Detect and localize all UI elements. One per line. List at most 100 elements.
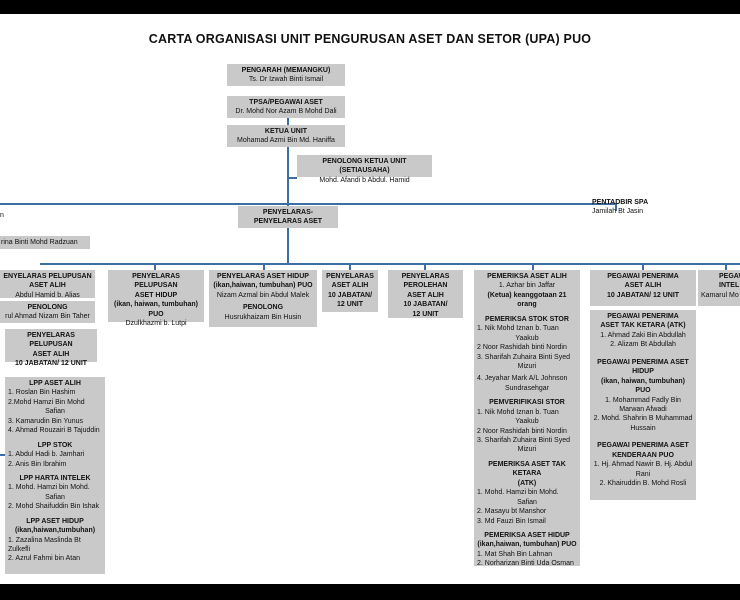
col8-line-2: INTEL: [719, 282, 740, 290]
col7-s3-name-3: 2. Khairuddin B. Mohd Rosli: [599, 480, 687, 487]
lpp-aset-hidup-role: LPP ASET HIDUP: [26, 517, 84, 525]
col7-s1-role: PEGAWAI PENERIMA: [607, 313, 679, 320]
col2-line-4: PUO: [148, 310, 164, 318]
col6-s1-name-1: 1. Azhar bin Jaffar: [498, 282, 556, 290]
col2-name: Dzulkhazmi b. Lutpi: [125, 320, 187, 328]
lpp-aset-hidup-section: LPP ASET HIDUP (ikan,haiwan,tumbuhan) 1.…: [8, 517, 102, 564]
col3-line-2: (ikan,haiwan, tumbuhan) PUO: [213, 282, 313, 290]
col7-s1-name-1: 1. Ahmad Zaki Bin Abdullah: [600, 331, 686, 339]
connector-drop-col4: [349, 263, 351, 270]
col7-penerima-box: PEGAWAI PENERIMA ASET TAK KETARA (ATK) 1…: [590, 310, 696, 500]
col5-line-2: PEROLEHAN: [403, 282, 448, 290]
col6-section-atk: PEMERIKSA ASET TAK KETARA (ATK) 1. Mohd.…: [477, 460, 577, 526]
pengarah-box: PENGARAH (MEMANGKU) Ts. Dr Izwah Binti I…: [227, 64, 345, 86]
col6-s4-role2: (ATK): [517, 479, 537, 487]
connector-upper-right-drop: [615, 203, 617, 211]
col5-line-5: 12 UNIT: [412, 310, 439, 318]
col2-line-3: (ikan, haiwan, tumbuhan): [113, 301, 198, 309]
lpp-aset-alih-name-3: Safian: [45, 408, 65, 416]
col5-line-1: PENYELARAS: [401, 273, 450, 280]
lpp-stok-name-1: 1. Abdul Hadi b. Jamhari: [8, 451, 85, 459]
connector-penolong: [288, 177, 297, 179]
col7-s2-name-3: 2. Mohd. Shahrin B Muhammad: [593, 415, 693, 423]
col6-s4-name-1: 1. Mohd. Hamzi bin Mohd.: [477, 489, 559, 497]
lpp-aset-hidup-name-1: 1. Zazalina Maslinda Bt Zulkefli: [8, 536, 81, 553]
col6-s4-name-3: 2. Masayu bt Manshor: [477, 508, 547, 516]
col1-penolong-name: rul Ahmad Nizam Bin Taher: [5, 313, 90, 321]
left-partial-box: rina Binti Mohd Radzuan: [0, 236, 90, 249]
col6-pemeriksa-box: PEMERIKSA ASET ALIH 1. Azhar bin Jaffar …: [474, 270, 580, 568]
col3-line-1: PENYELARAS ASET HIDUP: [217, 273, 309, 280]
col6-s3-role: PEMVERIFIKASI STOR: [489, 399, 565, 407]
col7-line-2: ASET ALIH: [624, 282, 662, 290]
col6-s2-role: PEMERIKSA STOK STOR: [485, 315, 569, 323]
col2-line-1: PENYELARAS PELUPUSAN: [132, 273, 180, 290]
col1-line-2: ASET ALIH: [29, 282, 66, 290]
lpp-harta-intelek-name-2: Safian: [45, 493, 65, 501]
col6-section-aset-alih: PEMERIKSA ASET ALIH 1. Azhar bin Jaffar …: [477, 272, 577, 310]
tpsa-name: Dr. Mohd Nor Azam B Mohd Dali: [235, 108, 337, 116]
col4-line-3: 10 JABATAN/: [327, 291, 373, 299]
pengarah-name: Ts. Dr Izwah Binti Ismail: [248, 76, 324, 84]
col7-s3-name-2: Rani: [635, 470, 651, 478]
col8-line-3: Kamarul Mo: [701, 291, 739, 299]
col8-line-1: PEGAW: [719, 273, 740, 280]
connector-drop-col7: [642, 263, 644, 270]
col4-aset-alih-box: PENYELARAS ASET ALIH 10 JABATAN/ 12 UNIT: [322, 270, 378, 312]
ketua-unit-box: KETUA UNIT Mohamad Azmi Bin Md. Haniffa: [227, 125, 345, 147]
col6-s2-name-3: 2 Noor Rashidah binti Nordin: [477, 344, 567, 352]
col7-s1-name-2: 2. Alizam Bt Abdullah: [610, 341, 676, 349]
lpp-aset-alih-name-2: 2.Mohd Hamzi Bin Mohd: [8, 398, 85, 406]
org-chart-canvas: CARTA ORGANISASI UNIT PENGURUSAN ASET DA…: [0, 14, 740, 584]
pentadbir-role: PENTADBIR SPA: [592, 199, 649, 206]
lpp-aset-hidup-name-2: 2. Azrul Fahmi bin Atan: [8, 555, 80, 563]
ketua-unit-role: KETUA UNIT: [264, 128, 308, 135]
col6-s3-name-5: Mizuri: [517, 446, 537, 454]
col4-line-1: PENYELARAS: [326, 273, 374, 280]
col7-s2-role3: (ikan, haiwan, tumbuhan) PUO: [600, 377, 685, 395]
connector-drop-col6: [532, 263, 534, 270]
lpp-aset-alih-name-5: 4. Ahmad Rouzairi B Tajuddin: [8, 427, 100, 435]
col7-s3-role: PEGAWAI PENERIMA ASET: [597, 442, 689, 450]
lpp-harta-intelek-role: LPP HARTA INTELEK: [19, 474, 91, 482]
col7-section-atk: PEGAWAI PENERIMA ASET TAK KETARA (ATK) 1…: [593, 312, 693, 350]
col7-s2-name-1: 1. Mohammad Fadly Bin: [605, 396, 681, 404]
penolong-ketua-role: PENOLONG KETUA UNIT (SETIAUSAHA): [322, 158, 407, 175]
lpp-stok-section: LPP STOK 1. Abdul Hadi b. Jamhari 2. Ani…: [8, 441, 102, 469]
col3-penolong-role: PENOLONG: [242, 304, 284, 312]
penolong-ketua-box: PENOLONG KETUA UNIT (SETIAUSAHA) Mohd. A…: [297, 155, 432, 184]
connector-drop-col5: [424, 263, 426, 270]
col8-partial-box: PEGAW INTEL Kamarul Mo: [698, 270, 740, 306]
tpsa-box: TPSA/PEGAWAI ASET Dr. Mohd Nor Azam B Mo…: [227, 96, 345, 118]
lpp-aset-hidup-role2: (ikan,haiwan,tumbuhan): [14, 527, 96, 535]
connector-upper-horizontal: [0, 203, 616, 205]
connector-drop-col8: [725, 263, 727, 270]
col6-s2-name-5: Mizuri: [517, 362, 537, 370]
col7-line-3: 10 JABATAN/ 12 UNIT: [606, 291, 680, 299]
penyelaras-aset-role: PENYELARAS-PENYELARAS ASET: [253, 209, 323, 226]
col6-s3-name-3: 2 Noor Rashidah binti Nordin: [477, 427, 567, 435]
col1-sub-line-2: ASET ALIH: [32, 350, 70, 358]
col1-sub-box: PENYELARAS PELUPUSAN ASET ALIH 10 JABATA…: [5, 329, 97, 367]
pengarah-role: PENGARAH (MEMANGKU): [241, 67, 331, 74]
col6-s3-name-2: Yaakub: [515, 418, 539, 426]
col4-line-4: 12 UNIT: [336, 301, 364, 309]
col1-sub-line-3: 10 JABATAN/ 12 UNIT: [14, 360, 88, 368]
col6-s5-name-1: 1. Mat Shah Bin Lahnan: [477, 550, 553, 558]
col7-s3-role2: KENDERAAN PUO: [612, 451, 674, 459]
col6-s3-name-1: 1. Nik Mohd Iznan b. Tuan: [477, 408, 559, 416]
col6-s4-role: PEMERIKSA ASET TAK KETARA: [488, 460, 566, 478]
lpp-harta-intelek-name-1: 1. Mohd. Hamzi bin Mohd.: [8, 484, 90, 492]
connector-main-vertical: [287, 100, 289, 264]
col6-section-stok-stor: PEMERIKSA STOK STOR 1. Nik Mohd Iznan b.…: [477, 315, 577, 394]
col1-sub-line-1: PENYELARAS PELUPUSAN: [27, 332, 75, 349]
col2-line-2: ASET HIDUP: [134, 291, 178, 299]
lpp-aset-alih-name-4: 3. Kamarudin Bin Yunus: [8, 417, 83, 425]
lpp-aset-alih-role: LPP ASET ALIH: [29, 380, 81, 387]
col6-s2-name-7: Sundrasehgar: [505, 384, 549, 392]
col6-s5-name-2: 2. Norharizan Binti Uda Osman: [477, 560, 574, 568]
col1-penolong-role: PENOLONG: [27, 304, 68, 311]
col1-lpp-box: LPP ASET ALIH 1. Roslan Bin Hashim 2.Moh…: [5, 377, 105, 574]
col1-line-1: ENYELARAS PELUPUSAN: [3, 273, 92, 280]
penyelaras-aset-box: PENYELARAS-PENYELARAS ASET: [238, 206, 338, 228]
